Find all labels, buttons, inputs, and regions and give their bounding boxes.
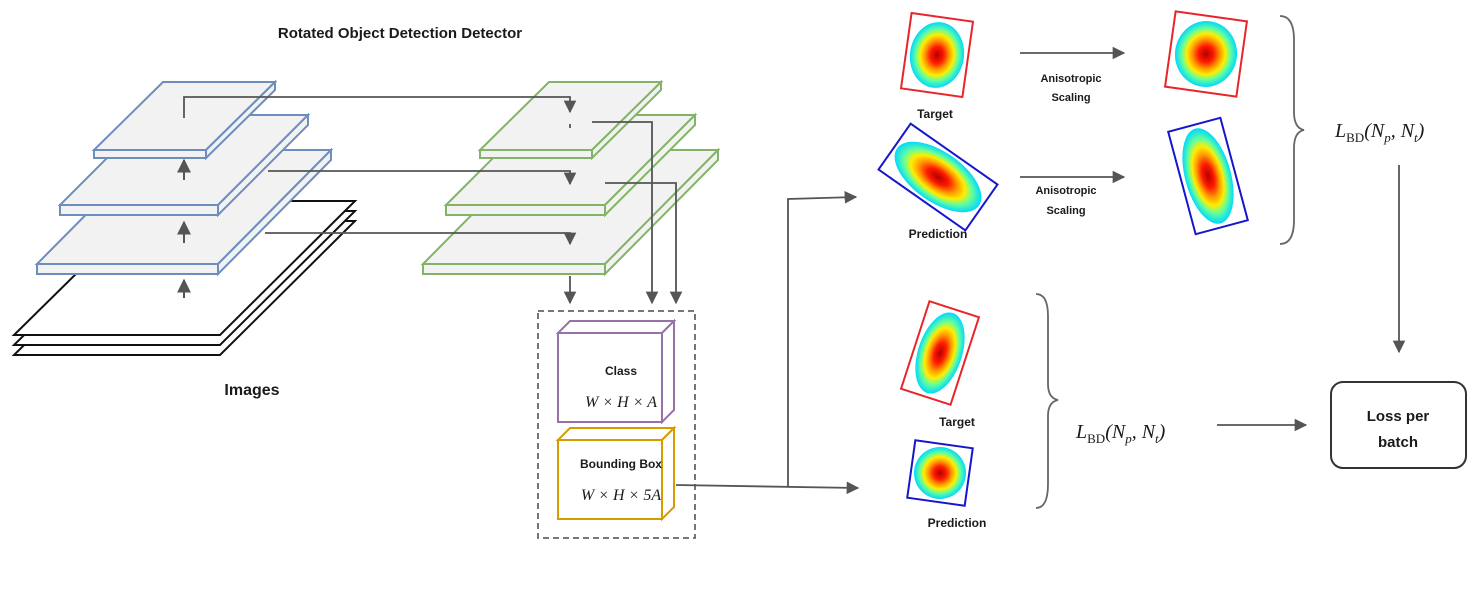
fpn-to-head-arrows [563, 121, 683, 305]
bottom-prediction-label: Prediction [928, 516, 987, 530]
top-prediction-gaussian [877, 122, 999, 232]
bbox-formula: W × H × 5A [581, 487, 661, 504]
scaling-label-top-line2: Scaling [1051, 92, 1090, 104]
bbox-label: Bounding Box [580, 457, 662, 471]
bbox-block [555, 425, 677, 522]
top-target-label: Target [917, 107, 953, 121]
fpn-layer-medium [443, 112, 698, 218]
class-block [555, 318, 677, 425]
scaling-label-bottom-line2: Scaling [1046, 205, 1085, 217]
top-target-gaussian [899, 11, 975, 99]
svg-text:LBD(Np, Nt): LBD(Np, Nt) [1075, 421, 1166, 446]
images-label: Images [224, 382, 279, 399]
bottom-loss-formula: LBD(Np, Nt) [1075, 421, 1166, 446]
top-loss-formula: LBD(Np, Nt) [1334, 120, 1425, 145]
class-formula: W × H × A [585, 394, 657, 411]
bottom-prediction-gaussian [906, 439, 974, 507]
loss-per-batch-line2: batch [1378, 434, 1418, 451]
top-brace [1279, 15, 1305, 245]
loss-per-batch-line1: Loss per [1367, 408, 1430, 425]
scaled-prediction-gaussian [1166, 116, 1250, 236]
loss-per-batch-box [1330, 381, 1467, 469]
bottom-target-gaussian [899, 299, 981, 407]
scaled-target-gaussian [1163, 10, 1249, 98]
anisotropic-scaling-arrows [1020, 46, 1126, 184]
svg-text:LBD(Np, Nt): LBD(Np, Nt) [1334, 120, 1425, 145]
detection-head-frame [537, 310, 696, 539]
class-label: Class [605, 364, 637, 378]
top-prediction-label: Prediction [909, 227, 968, 241]
fpn-layers [420, 79, 721, 277]
bottom-brace [1035, 293, 1059, 509]
head-to-branches-arrows [675, 191, 860, 495]
bottom-target-label: Target [939, 415, 975, 429]
scaling-label-bottom-line1: Anisotropic [1035, 185, 1096, 197]
scaling-label-top-line1: Anisotropic [1040, 73, 1101, 85]
diagram-title: Rotated Object Detection Detector [278, 25, 522, 42]
fpn-layer-small [477, 79, 664, 161]
lateral-connections [183, 96, 577, 246]
